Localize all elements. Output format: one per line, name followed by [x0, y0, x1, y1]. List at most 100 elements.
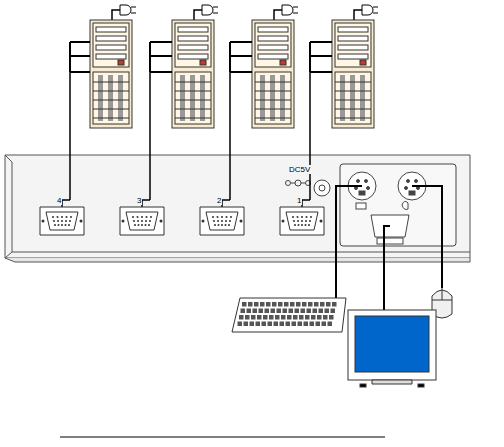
key	[253, 309, 258, 314]
screw	[80, 220, 83, 223]
key	[280, 322, 285, 327]
grille-line	[175, 109, 211, 110]
key	[310, 322, 315, 327]
key	[248, 302, 253, 307]
pin	[226, 216, 228, 218]
cpu-cable	[310, 42, 332, 72]
key	[242, 302, 247, 307]
pin	[61, 224, 63, 226]
key	[245, 315, 250, 320]
drive-bay	[258, 45, 288, 50]
drive-bay	[338, 36, 368, 41]
key	[265, 309, 270, 314]
pin	[229, 220, 231, 222]
drive-bay	[258, 54, 288, 59]
key	[320, 302, 325, 307]
key	[301, 309, 306, 314]
cpu-cable	[70, 42, 90, 72]
console-cables	[336, 186, 442, 312]
key	[283, 309, 288, 314]
pin	[61, 220, 63, 222]
grille-line	[335, 109, 371, 110]
grille-line	[335, 91, 371, 92]
power-plug	[202, 5, 213, 15]
grille	[335, 72, 371, 124]
pin	[294, 224, 296, 226]
port-number: 3	[136, 196, 142, 205]
pin	[141, 216, 143, 218]
key	[316, 322, 321, 327]
power-cord	[194, 10, 202, 20]
plug-pin	[373, 7, 378, 13]
grille-line	[93, 91, 129, 92]
key	[266, 302, 271, 307]
pin	[221, 224, 223, 226]
key	[257, 315, 262, 320]
key	[322, 322, 327, 327]
key	[241, 309, 246, 314]
pin	[141, 224, 143, 226]
grille-line	[93, 82, 129, 83]
power-plug	[362, 5, 373, 15]
pin	[65, 220, 67, 222]
screw	[320, 220, 323, 223]
key	[298, 322, 303, 327]
computer-tower	[200, 5, 298, 235]
pin	[305, 220, 307, 222]
tower-case	[172, 20, 214, 128]
pin	[53, 220, 55, 222]
pin	[141, 220, 143, 222]
key	[305, 315, 310, 320]
plug-pin	[213, 7, 218, 13]
power-button	[280, 60, 286, 65]
screw	[240, 220, 243, 223]
pin	[230, 216, 232, 218]
pin	[134, 224, 136, 226]
cpu-cable	[222, 72, 230, 207]
pin	[150, 216, 152, 218]
key	[299, 315, 304, 320]
drive-bay	[96, 45, 126, 50]
grille-line	[175, 118, 211, 119]
key	[313, 309, 318, 314]
key	[286, 322, 291, 327]
pin	[138, 224, 140, 226]
pin	[66, 216, 68, 218]
cpu-cable	[230, 42, 252, 72]
pin	[146, 216, 148, 218]
console-port-block	[340, 164, 456, 246]
drive-bay	[178, 45, 208, 50]
grille	[175, 72, 211, 124]
drive-bay	[96, 54, 126, 59]
pin	[301, 216, 303, 218]
screw	[160, 220, 163, 223]
pin	[297, 220, 299, 222]
drive-panel	[175, 23, 211, 67]
tower-case	[332, 20, 374, 128]
screw	[282, 220, 285, 223]
computer-tower	[280, 5, 378, 235]
key	[250, 322, 255, 327]
drive-panel	[255, 23, 291, 67]
pin	[221, 216, 223, 218]
pin	[137, 216, 139, 218]
key	[308, 302, 313, 307]
grille-line	[255, 109, 291, 110]
key	[281, 315, 286, 320]
power-label: DC5V	[288, 165, 311, 174]
key	[293, 315, 298, 320]
key	[311, 315, 316, 320]
key	[328, 322, 333, 327]
drive-panel	[335, 23, 371, 67]
key	[256, 322, 261, 327]
pin	[301, 224, 303, 226]
grille-line	[335, 118, 371, 119]
monitor	[348, 310, 436, 387]
screw	[122, 220, 125, 223]
pin	[217, 220, 219, 222]
power-plug	[282, 5, 293, 15]
grille-line	[255, 100, 291, 101]
pin	[212, 216, 214, 218]
key	[287, 315, 292, 320]
pin	[310, 216, 312, 218]
